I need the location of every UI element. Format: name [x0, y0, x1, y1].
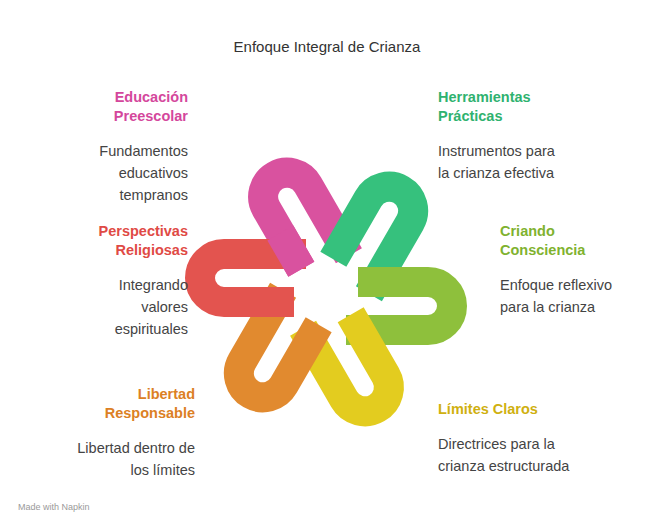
node-description: Libertad dentro de los límites [59, 437, 195, 481]
loop-petal [303, 304, 398, 420]
node-description: Integrando valores espirituales [80, 274, 188, 340]
text-node: Educación PreescolarFundamentos educativ… [70, 88, 188, 206]
node-description: Directrices para la crianza estructurada [438, 433, 572, 477]
node-heading: Educación Preescolar [70, 88, 188, 126]
node-description: Instrumentos para la crianza efectiva [438, 140, 570, 184]
node-heading: Libertad Responsable [59, 385, 195, 423]
node-description: Fundamentos educativos tempranos [70, 140, 188, 206]
diagram-title: Enfoque Integral de Crianza [0, 38, 654, 55]
node-description: Enfoque reflexivo para la crianza [500, 274, 624, 318]
text-node: Libertad ResponsableLibertad dentro de l… [59, 385, 195, 481]
text-node: Criando ConscienciaEnfoque reflexivo par… [500, 222, 624, 318]
text-node: Perspectivas ReligiosasIntegrando valore… [80, 222, 188, 340]
node-heading: Criando Consciencia [500, 222, 624, 260]
watermark: Made with Napkin [18, 502, 90, 512]
node-heading: Herramientas Prácticas [438, 88, 570, 126]
node-heading: Perspectivas Religiosas [80, 222, 188, 260]
text-node: Herramientas PrácticasInstrumentos para … [438, 88, 570, 184]
node-heading: Límites Claros [438, 400, 572, 419]
loop-overlap [280, 233, 301, 269]
text-node: Límites ClarosDirectrices para la crianz… [438, 400, 572, 477]
